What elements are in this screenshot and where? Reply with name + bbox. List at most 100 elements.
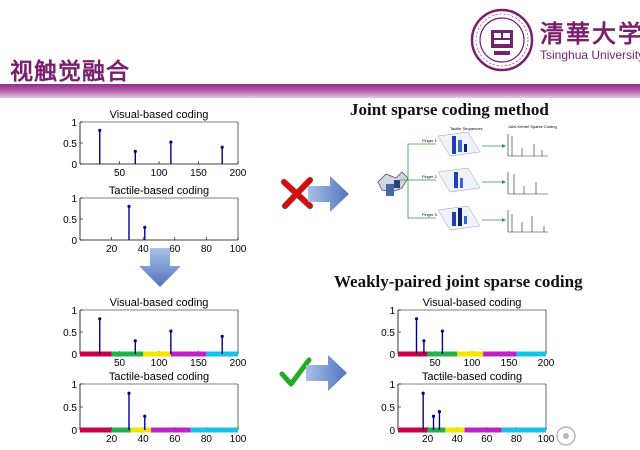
chart-title: Tactile-based coding	[109, 185, 209, 197]
stem-marker	[127, 204, 131, 208]
chart-title: Tactile-based coding	[422, 371, 522, 383]
wrong-cross-icon	[281, 177, 313, 209]
segment-bar	[398, 351, 428, 357]
joint-sparse-diagram: Tactile Sequences Joint Kernel Sparse Co…	[377, 124, 557, 233]
diagram-label-finger2: Finger 2	[422, 174, 437, 179]
segment-bar	[80, 427, 112, 433]
right-arrow-icon-2	[306, 355, 347, 391]
stem-marker	[127, 391, 131, 395]
x-tick-label: 100	[538, 434, 555, 444]
weakly-method-title: Weakly-paired joint sparse coding	[334, 272, 583, 291]
title-banner	[0, 84, 640, 98]
y-tick-label: 0.5	[63, 215, 77, 226]
y-tick-label: 0	[389, 350, 395, 361]
x-tick-label: 150	[190, 168, 207, 178]
diagram-label-tactile: Tactile Sequences	[450, 126, 482, 131]
x-tick-label: 60	[169, 434, 181, 444]
x-tick-label: 100	[230, 434, 247, 444]
stem-marker	[143, 225, 147, 229]
segment-bar	[111, 351, 144, 357]
stem-marker	[143, 414, 147, 418]
x-tick-label: 20	[106, 244, 118, 254]
x-tick-label: 200	[538, 358, 555, 368]
x-tick-label: 20	[106, 434, 118, 444]
y-tick-label: 0.5	[63, 403, 77, 414]
stem-marker	[169, 329, 173, 333]
y-tick-label: 0.5	[63, 328, 77, 339]
x-tick-label: 60	[169, 244, 181, 254]
y-tick-label: 1	[71, 194, 77, 205]
x-tick-label: 150	[190, 358, 207, 368]
segment-bar	[501, 427, 546, 433]
x-tick-label: 60	[481, 434, 493, 444]
stem-marker	[414, 317, 419, 321]
stem-marker	[421, 391, 425, 395]
x-tick-label: 100	[464, 358, 481, 368]
segment-bar	[398, 427, 428, 433]
chart-title: Visual-based coding	[110, 109, 209, 121]
x-tick-label: 40	[138, 434, 150, 444]
stem-marker	[133, 149, 137, 153]
y-tick-label: 0	[71, 160, 77, 171]
y-tick-label: 0	[389, 426, 395, 437]
right-arrow-icon	[308, 176, 349, 212]
university-name-en: Tsinghua University	[540, 48, 640, 62]
diagram-label-finger1: Finger 1	[422, 138, 437, 143]
x-tick-label: 200	[230, 168, 247, 178]
y-tick-label: 0	[71, 236, 77, 247]
x-tick-label: 20	[422, 434, 434, 444]
tactile-plot-1	[437, 131, 481, 157]
y-tick-label: 0.5	[381, 403, 395, 414]
x-tick-label: 100	[230, 244, 247, 254]
y-tick-label: 1	[389, 380, 395, 391]
x-tick-label: 40	[452, 434, 464, 444]
stem-marker	[422, 339, 426, 343]
chart-title: Visual-based coding	[423, 297, 522, 309]
segment-bar	[427, 427, 446, 433]
stem-marker	[437, 410, 442, 414]
y-tick-label: 0	[71, 426, 77, 437]
y-tick-label: 1	[71, 380, 77, 391]
segment-bar	[445, 427, 465, 433]
segment-bar	[130, 427, 152, 433]
x-tick-label: 80	[201, 434, 213, 444]
segment-bar	[80, 351, 112, 357]
segment-bar	[151, 427, 191, 433]
stem-marker	[98, 317, 102, 321]
slide-title: 视触觉融合	[10, 59, 130, 85]
diagram-label-finger3: Finger 3	[422, 212, 437, 217]
x-tick-label: 50	[114, 168, 126, 178]
chart-title: Visual-based coding	[110, 297, 209, 309]
x-tick-label: 80	[201, 244, 213, 254]
segment-bar	[143, 351, 171, 357]
y-tick-label: 1	[71, 306, 77, 317]
tactile-plot-3	[437, 205, 481, 231]
stem-marker	[98, 128, 102, 132]
watermark-logo	[556, 426, 576, 446]
x-tick-label: 150	[501, 358, 518, 368]
y-tick-label: 0	[71, 350, 77, 361]
down-arrow-icon	[139, 248, 181, 287]
university-name-cn: 清華大学	[540, 19, 640, 48]
stem-marker	[133, 339, 137, 343]
segment-bar	[170, 351, 207, 357]
segment-bar	[483, 351, 517, 357]
segment-bar	[457, 351, 484, 357]
diagram-label-kernel: Joint Kernel Sparse Coding	[508, 124, 557, 129]
tactile-plot-2	[437, 167, 481, 193]
stem-marker	[169, 140, 173, 144]
robot-hand-icon	[377, 171, 409, 196]
university-seal-logo	[470, 8, 534, 72]
x-tick-label: 100	[151, 358, 168, 368]
segment-bar	[464, 427, 502, 433]
correct-check-icon	[279, 357, 312, 387]
stem-marker	[440, 329, 444, 333]
segment-bar	[516, 351, 546, 357]
segment-bar	[190, 427, 238, 433]
